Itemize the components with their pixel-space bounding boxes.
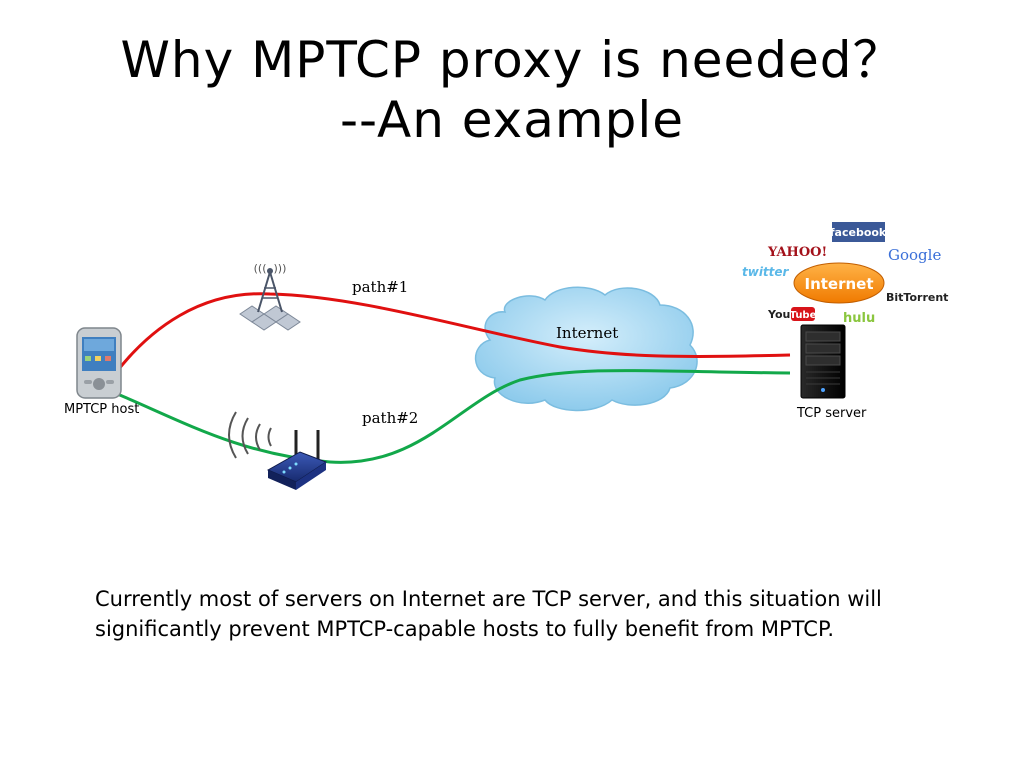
path2-line xyxy=(114,369,791,464)
wifi-signal-icon xyxy=(228,411,272,459)
internet-badge-text: Internet xyxy=(804,275,873,293)
youtube-you-text: You xyxy=(767,308,790,321)
web-services-logos: facebook YAHOO! Google twitter Internet … xyxy=(742,222,948,326)
bittorrent-logo: BitTorrent xyxy=(886,291,948,304)
path1-line xyxy=(116,292,791,371)
server-tower-icon xyxy=(800,324,846,399)
facebook-logo: facebook xyxy=(830,222,887,242)
title-line-1: Why MPTCP proxy is needed？ xyxy=(120,31,904,89)
twitter-logo: twitter xyxy=(742,265,790,279)
pda-device-icon xyxy=(76,327,122,399)
cell-tower-icon: ((( ))) xyxy=(239,262,301,331)
internet-badge-logo: Internet xyxy=(793,262,885,304)
yahoo-logo: YAHOO! xyxy=(767,245,827,260)
slide-caption: Currently most of servers on Internet ar… xyxy=(95,587,882,641)
svg-text:((( ))): ((( ))) xyxy=(254,262,287,275)
youtube-tube-text: Tube xyxy=(790,310,817,321)
title-line-2: --An example xyxy=(340,91,684,149)
hulu-logo: hulu xyxy=(843,311,875,326)
mptcp-host-label: MPTCP host xyxy=(64,402,140,417)
path2-label: path#2 xyxy=(362,409,419,427)
wifi-router-icon xyxy=(266,430,328,490)
facebook-logo-text: facebook xyxy=(830,226,887,239)
google-logo: Google xyxy=(888,246,941,264)
youtube-logo: You Tube xyxy=(767,307,817,321)
internet-cloud-icon xyxy=(474,286,698,412)
tcp-server-label: TCP server xyxy=(797,406,867,421)
path1-label: path#1 xyxy=(352,278,409,296)
slide-title: Why MPTCP proxy is needed？ --An example xyxy=(0,30,1024,150)
internet-cloud-label: Internet xyxy=(556,324,619,342)
